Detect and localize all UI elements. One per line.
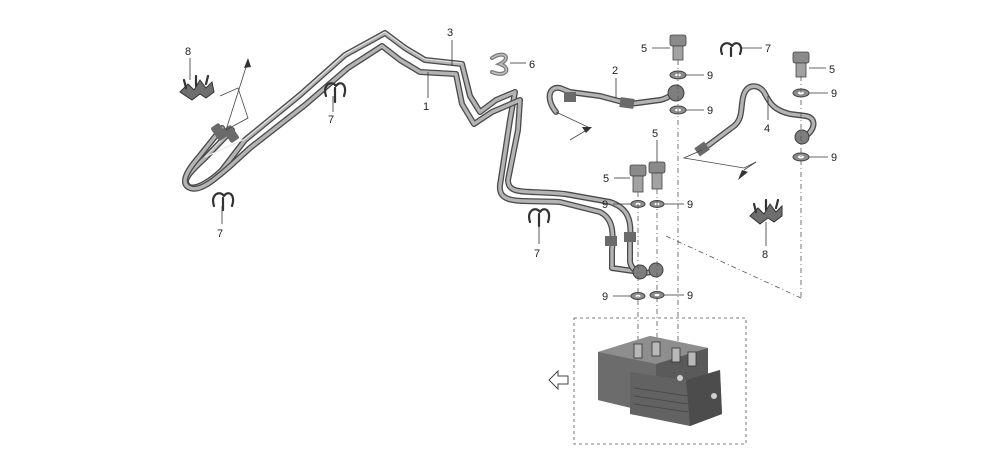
hydraulic-control-unit (573, 317, 747, 445)
clip-left-lower (212, 192, 235, 212)
arrow-left-outline-icon (548, 369, 569, 391)
assembly-guide-lines (637, 60, 802, 380)
svg-text:9: 9 (602, 199, 608, 211)
pipe-3-path (181, 43, 659, 276)
double-clip (490, 52, 509, 76)
brake-pipe-4 (682, 83, 817, 180)
svg-text:5: 5 (641, 43, 647, 55)
callout-7-top-right: 7 (742, 43, 771, 55)
callout-9-right-upper: 9 (809, 88, 837, 100)
clip-left-upper (324, 82, 347, 104)
callout-9-mid-left-lower: 9 (602, 291, 631, 303)
callout-5-mid-left: 5 (603, 173, 630, 185)
svg-text:9: 9 (707, 105, 713, 117)
svg-text:2: 2 (612, 65, 618, 77)
callout-5-top-center: 5 (641, 43, 670, 55)
svg-text:9: 9 (707, 70, 713, 82)
callout-6: 6 (510, 59, 535, 71)
callout-7-left-upper: 7 (328, 96, 334, 126)
svg-text:7: 7 (328, 114, 334, 126)
callout-5-mid-right: 5 (652, 128, 658, 162)
callout-4: 4 (764, 96, 770, 135)
svg-text:6: 6 (529, 59, 535, 71)
svg-text:8: 8 (185, 46, 191, 58)
svg-text:1: 1 (423, 101, 429, 113)
callout-8-left: 8 (185, 46, 191, 80)
callout-9-right-lower: 9 (809, 152, 837, 164)
svg-text:8: 8 (762, 249, 768, 261)
banjo-bolts (629, 34, 810, 193)
svg-text:9: 9 (831, 152, 837, 164)
callout-1: 1 (423, 72, 429, 113)
svg-text:5: 5 (603, 173, 609, 185)
hcu-dashed-boundary (573, 317, 747, 445)
callout-9-mid-left-upper: 9 (602, 199, 631, 211)
callout-9-top-center-upper: 9 (686, 70, 713, 82)
bolt-top-right (792, 51, 810, 78)
pipe-clips (212, 42, 743, 228)
svg-text:5: 5 (652, 128, 658, 140)
svg-text:3: 3 (447, 27, 453, 39)
wheel-direction-indicator (219, 58, 251, 131)
bolt-mid-right (648, 161, 666, 190)
svg-text:9: 9 (687, 290, 693, 302)
bolt-top-center (669, 34, 687, 61)
callouts: 1 2 3 4 5 5 5 5 (185, 27, 837, 303)
clamp-holder-right (749, 198, 783, 225)
svg-text:9: 9 (687, 199, 693, 211)
svg-text:9: 9 (602, 291, 608, 303)
callout-3: 3 (447, 27, 453, 66)
clamp-holders (179, 74, 783, 225)
bolt-mid-left (629, 164, 647, 193)
callout-7-center: 7 (534, 222, 540, 260)
brake-pipe-1-and-3 (181, 30, 664, 280)
svg-text:7: 7 (217, 228, 223, 240)
callout-5-top-right: 5 (809, 64, 835, 76)
brake-pipe-2 (546, 84, 685, 141)
svg-text:7: 7 (765, 43, 771, 55)
callout-8-right: 8 (762, 222, 768, 261)
callout-9-mid-right-upper: 9 (664, 199, 693, 211)
svg-text:9: 9 (831, 88, 837, 100)
callout-2: 2 (612, 65, 618, 98)
svg-text:7: 7 (534, 248, 540, 260)
callout-9-top-center-lower: 9 (686, 105, 713, 117)
svg-text:4: 4 (764, 123, 770, 135)
clamp-holder-left (179, 74, 215, 101)
svg-text:5: 5 (829, 64, 835, 76)
callout-9-mid-right-lower: 9 (664, 290, 693, 302)
clip-top-right (720, 42, 743, 58)
callout-7-left-lower: 7 (217, 206, 223, 240)
